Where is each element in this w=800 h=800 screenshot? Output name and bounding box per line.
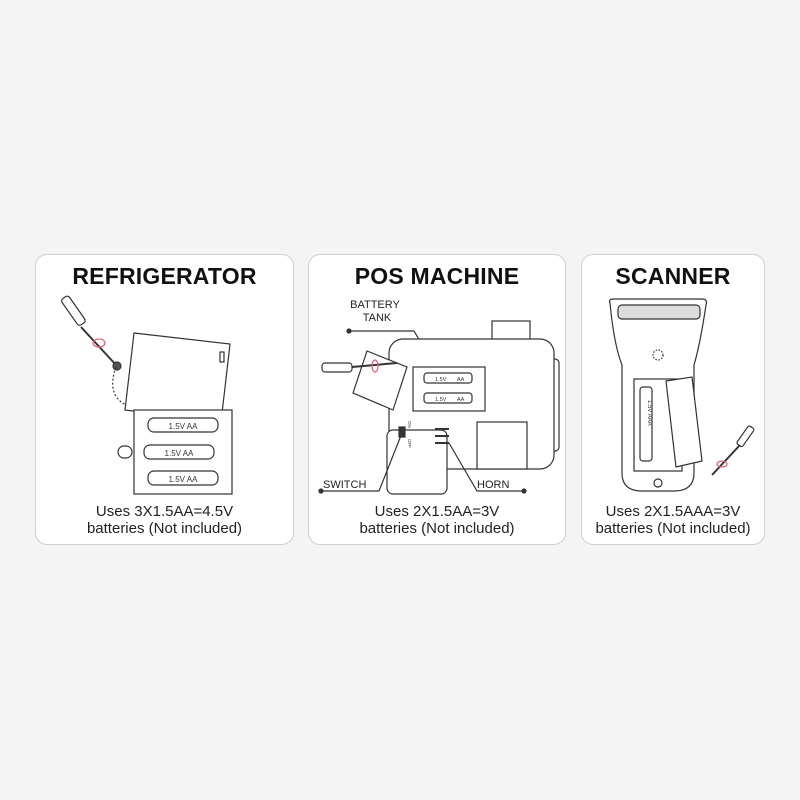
scanner-panel: SCANNER 1.5V AAA Uses 2X1.5AAA=3V batter… [581,254,765,545]
svg-text:1.5V AAA: 1.5V AAA [646,400,652,426]
svg-text:1.5V AA: 1.5V AA [169,475,199,484]
svg-text:BATTERY: BATTERY [350,299,400,311]
svg-text:1.5V AA: 1.5V AA [169,422,199,431]
scanner-title: SCANNER [615,263,731,289]
svg-text:1.5V: 1.5V [435,377,447,383]
svg-text:1.5V AA: 1.5V AA [165,449,195,458]
refrigerator-battery-illustration: 1.5V AA 1.5V AA 1.5V AA [61,295,233,495]
battery-cover [665,376,703,468]
battery: 1.5V AA [143,444,215,460]
pos-machine-panel: POS MACHINE BATTERY TANK 1.5V AA 1.5V AA… [308,254,566,545]
svg-text:ON: ON [407,421,412,428]
scanner-illustration: 1.5V AAA [608,298,755,492]
screwdriver-icon [61,295,122,371]
battery-tank: 1.5V AA 1.5V AA [412,366,486,412]
horn-grille [435,428,449,444]
svg-text:OFF: OFF [407,439,412,448]
svg-text:AA: AA [457,397,465,403]
svg-text:SWITCH: SWITCH [323,479,366,491]
refrigerator-title: REFRIGERATOR [72,263,257,289]
refrigerator-caption: Uses 3X1.5AA=4.5V batteries (Not include… [86,503,243,537]
battery-cover [124,332,231,423]
battery: 1.5V AAA [639,386,653,462]
battery: 1.5V AA [147,417,219,433]
battery-holder: 1.5V AA 1.5V AA 1.5V AA [117,409,233,495]
scanner-caption: Uses 2X1.5AAA=3V batteries (Not included… [595,503,751,537]
svg-text:HORN: HORN [477,479,509,491]
pos-machine-caption: Uses 2X1.5AA=3V batteries (Not included) [359,503,515,537]
pos-machine-illustration: BATTERY TANK 1.5V AA 1.5V AA ON OFF [318,299,560,495]
svg-text:TANK: TANK [363,312,392,324]
svg-text:1.5V: 1.5V [435,397,447,403]
screwdriver-icon [711,425,755,476]
pos-machine-title: POS MACHINE [354,263,520,289]
svg-text:AA: AA [457,377,465,383]
switch: ON OFF [398,421,412,448]
refrigerator-panel: REFRIGERATOR 1.5V AA 1.5V AA 1.5 [35,254,294,545]
scan-window [617,304,701,320]
screwdriver-icon [321,359,398,373]
battery: 1.5V AA [147,470,219,486]
